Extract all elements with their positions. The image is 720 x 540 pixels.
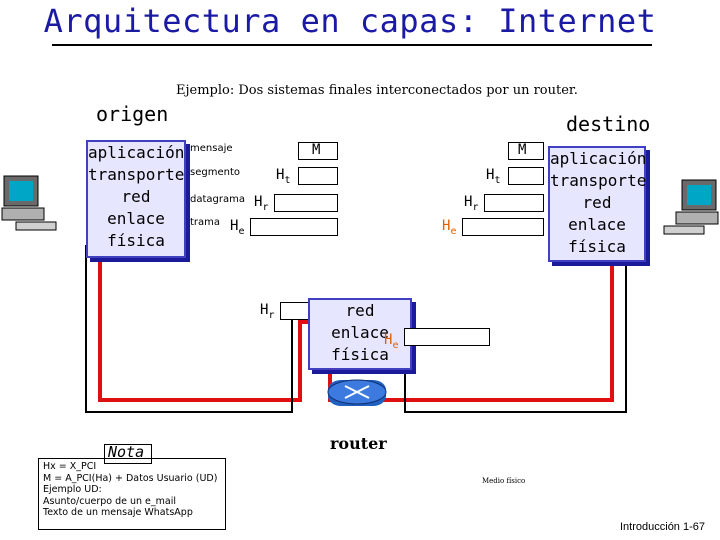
router-icon (327, 379, 387, 406)
router-layer-link: enlace (331, 323, 389, 342)
destination-link-segment (462, 218, 544, 236)
pdu-datagram-label: datagrama (190, 194, 245, 205)
source-layer-physical: física (107, 231, 165, 250)
destination-network-header: Hr (464, 194, 479, 213)
title-underline (52, 44, 652, 46)
source-transport-segment (298, 167, 338, 185)
black-path (85, 245, 293, 413)
destination-layer-link: enlace (568, 215, 626, 234)
pdu-segment-label: segmento (190, 167, 240, 178)
note-line-1: Hx = X_PCI (43, 461, 97, 472)
note-label: Nota (108, 443, 145, 461)
source-link-segment (250, 218, 338, 236)
source-layer-network: red (121, 187, 151, 206)
source-layer-link: enlace (107, 209, 165, 228)
router-layer-physical: física (331, 345, 389, 364)
router-layer-network: red (345, 301, 375, 320)
pdu-frame-label: trama (190, 217, 221, 228)
router-label: router (330, 434, 387, 453)
destination-label: destino (566, 112, 651, 136)
destination-network-segment (484, 194, 544, 212)
black-path-right (404, 258, 627, 413)
note-line-3: Ejemplo UD: (43, 484, 102, 496)
source-network-header: Hr (254, 194, 269, 213)
source-message-m: M (312, 142, 321, 158)
note-line-4: Asunto/cuerpo de un e_mail (43, 495, 176, 507)
destination-message-segment (508, 142, 544, 160)
source-layer-transport: transporte (88, 165, 185, 184)
slide-footer: Introducción 1-67 (620, 521, 705, 533)
router-link-header: He (384, 332, 399, 351)
router-stack: red enlace física (308, 298, 412, 370)
subtitle: Ejemplo: Dos sistemas finales interconec… (176, 83, 578, 98)
destination-layer-transport: transporte (550, 171, 647, 190)
note-label-frame (104, 444, 152, 464)
destination-layer-network: red (582, 193, 612, 212)
note-box: Hx = X_PCI M = A_PCI(Ha) + Datos Usuario… (38, 458, 226, 530)
destination-message-m: M (518, 142, 527, 158)
note-line-2: M = A_PCI(Ha) + Datos Usuario (UD) (43, 472, 218, 484)
source-message-segment (298, 142, 338, 160)
source-network-segment (274, 194, 338, 212)
pdu-message-label: mensaje (190, 143, 233, 154)
source-layer-application: aplicación (88, 143, 185, 162)
note-line-5: Texto de un mensaje WhatsApp (43, 507, 193, 519)
destination-transport-segment (508, 167, 544, 185)
source-transport-header: Ht (276, 167, 291, 186)
router-network-header: Hr (260, 302, 275, 321)
destination-stack: aplicación transporte red enlace física (548, 146, 646, 262)
computer-icon-source (1, 175, 57, 231)
medium-label: Medio físico (482, 477, 526, 485)
destination-layer-application: aplicación (550, 149, 647, 168)
source-stack: aplicación transporte red enlace física (86, 140, 186, 258)
router-link-segment (404, 328, 490, 346)
destination-link-header: He (442, 218, 457, 237)
computer-icon-destination (663, 179, 719, 235)
source-label: origen (96, 102, 169, 126)
page-title: Arquitectura en capas: Internet (43, 2, 657, 40)
destination-transport-header: Ht (486, 167, 501, 186)
source-link-header: He (230, 218, 245, 237)
destination-layer-physical: física (568, 237, 626, 256)
